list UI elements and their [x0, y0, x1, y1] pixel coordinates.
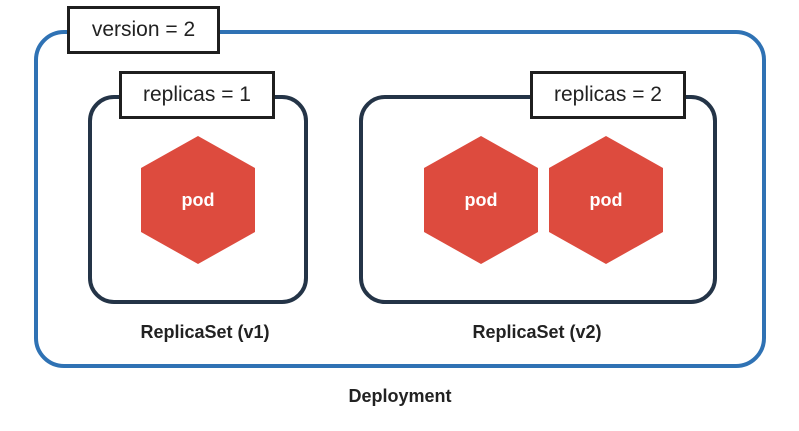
- replicaset-v2-caption: ReplicaSet (v2): [472, 322, 602, 342]
- pod-v2-2: pod: [549, 136, 663, 264]
- pod-label: pod: [464, 189, 498, 210]
- replicas-tag-v1: replicas = 1: [119, 71, 275, 119]
- hexagon-icon: [141, 136, 255, 264]
- version-tag: version = 2: [67, 6, 220, 54]
- replicas-tag-v2: replicas = 2: [530, 71, 686, 119]
- replicaset-v2-box: [359, 95, 717, 304]
- deployment-caption: Deployment: [348, 386, 452, 406]
- replicaset-v1-caption: ReplicaSet (v1): [140, 322, 270, 342]
- pod-label: pod: [589, 189, 623, 210]
- pod-v2-1: pod: [424, 136, 538, 264]
- deployment-box: [34, 30, 766, 368]
- pod-label: pod: [181, 189, 215, 210]
- hexagon-icon: [424, 136, 538, 264]
- hexagon-icon: [549, 136, 663, 264]
- pod-v1-1: pod: [141, 136, 255, 264]
